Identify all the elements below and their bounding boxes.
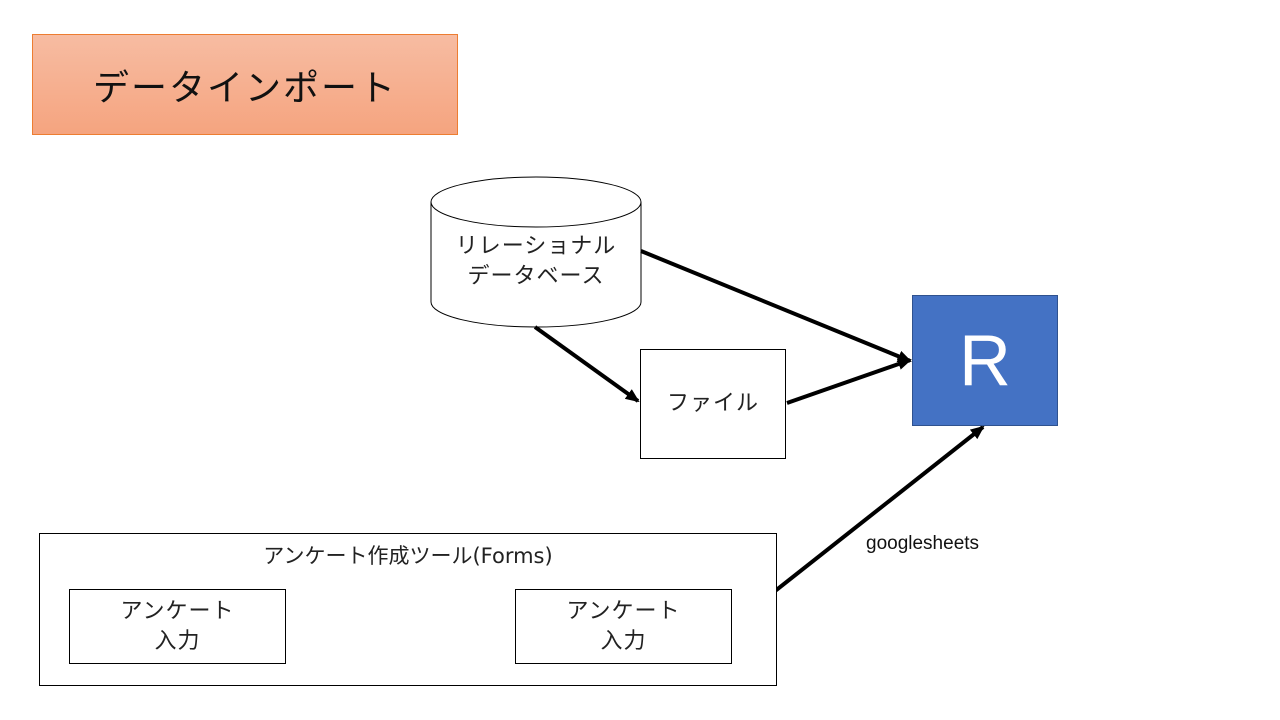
r-label: R (959, 320, 1011, 401)
database-label-line2: データベース (467, 264, 605, 289)
survey-input-node-1: アンケート 入力 (69, 589, 286, 664)
database-cylinder (430, 176, 642, 328)
edge-database-to-r (640, 249, 912, 363)
file-node: ファイル (640, 349, 786, 459)
survey-input-2-line1: アンケート (566, 598, 681, 624)
r-node: R (912, 295, 1058, 426)
edge-file-to-r (786, 358, 912, 405)
survey-input-2-line2: 入力 (600, 628, 647, 654)
edge-label-googlesheets: googlesheets (866, 533, 980, 554)
database-label: リレーショナル データベース (431, 232, 641, 292)
forms-group-label: アンケート作成ツール(Forms) (263, 544, 553, 568)
title-banner: データインポート (32, 34, 458, 135)
survey-input-1-line1: アンケート (120, 598, 235, 624)
edge-database-to-file (533, 325, 640, 403)
survey-input-1-line2: 入力 (154, 628, 201, 654)
survey-input-node-2: アンケート 入力 (515, 589, 732, 664)
file-label: ファイル (666, 391, 759, 416)
database-label-line1: リレーショナル (455, 234, 617, 259)
page-title: データインポート (92, 67, 397, 109)
